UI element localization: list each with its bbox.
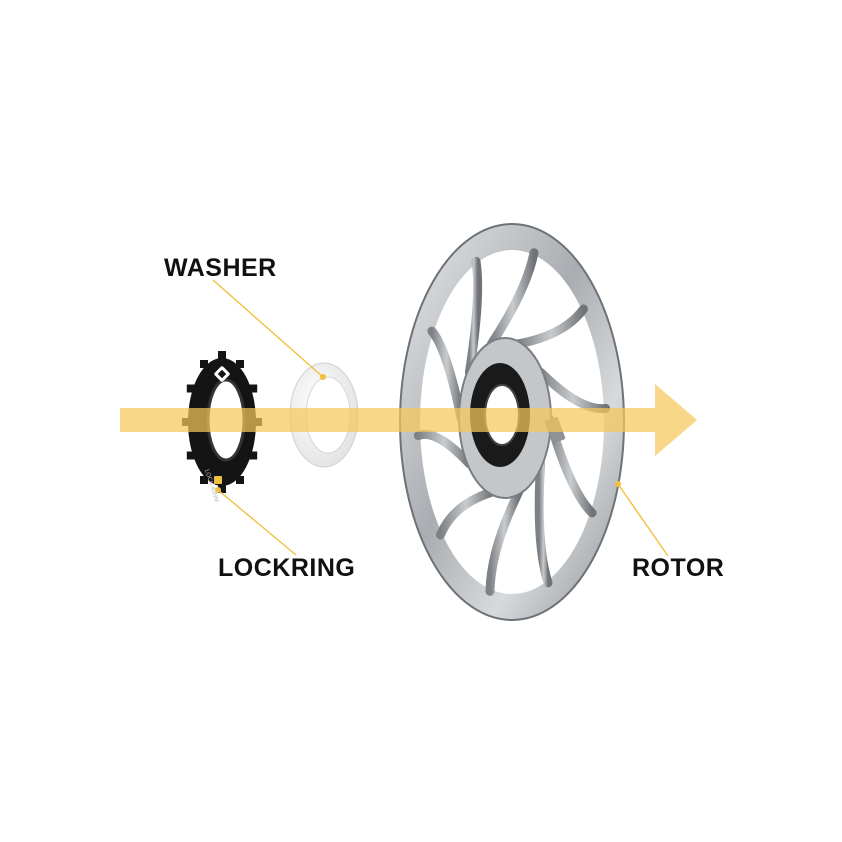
- lockring-tooth: [249, 384, 258, 393]
- lockring-tooth: [186, 451, 195, 460]
- rotor-spider-arm: [427, 326, 466, 423]
- washer-leader: [212, 279, 326, 380]
- rotor-spider-arms: [413, 248, 611, 596]
- rotor-label: ROTOR: [632, 554, 724, 582]
- rotor-spider-arm: [464, 256, 483, 377]
- lockring-tooth: [200, 360, 208, 368]
- lockring-tooth: [218, 485, 226, 493]
- lockring-tooth: [236, 360, 244, 368]
- lockring-teeth: [182, 351, 262, 493]
- rotor-spider-arm: [514, 304, 588, 349]
- rotor-spider-arm: [485, 487, 524, 596]
- lockring-yellow-mark: [214, 476, 222, 484]
- rotor-spider-arm: [436, 487, 496, 540]
- lockring-leader: [215, 487, 297, 556]
- lockring-tooth: [200, 476, 208, 484]
- washer-label: WASHER: [164, 254, 277, 282]
- rotor-leader: [615, 481, 669, 557]
- lockring-tooth: [249, 451, 258, 460]
- rotor-spider-arm: [486, 248, 539, 349]
- arrow-right-icon: [120, 384, 697, 456]
- rotor-spider-arm: [413, 429, 474, 469]
- lockring-tooth: [186, 384, 195, 393]
- lockring-tooth: [236, 476, 244, 484]
- rotor-spider-arm: [534, 459, 553, 588]
- lockring-tooth: [218, 351, 226, 359]
- logo-badge-icon: [214, 366, 230, 382]
- lockring-label: LOCKRING: [218, 554, 355, 582]
